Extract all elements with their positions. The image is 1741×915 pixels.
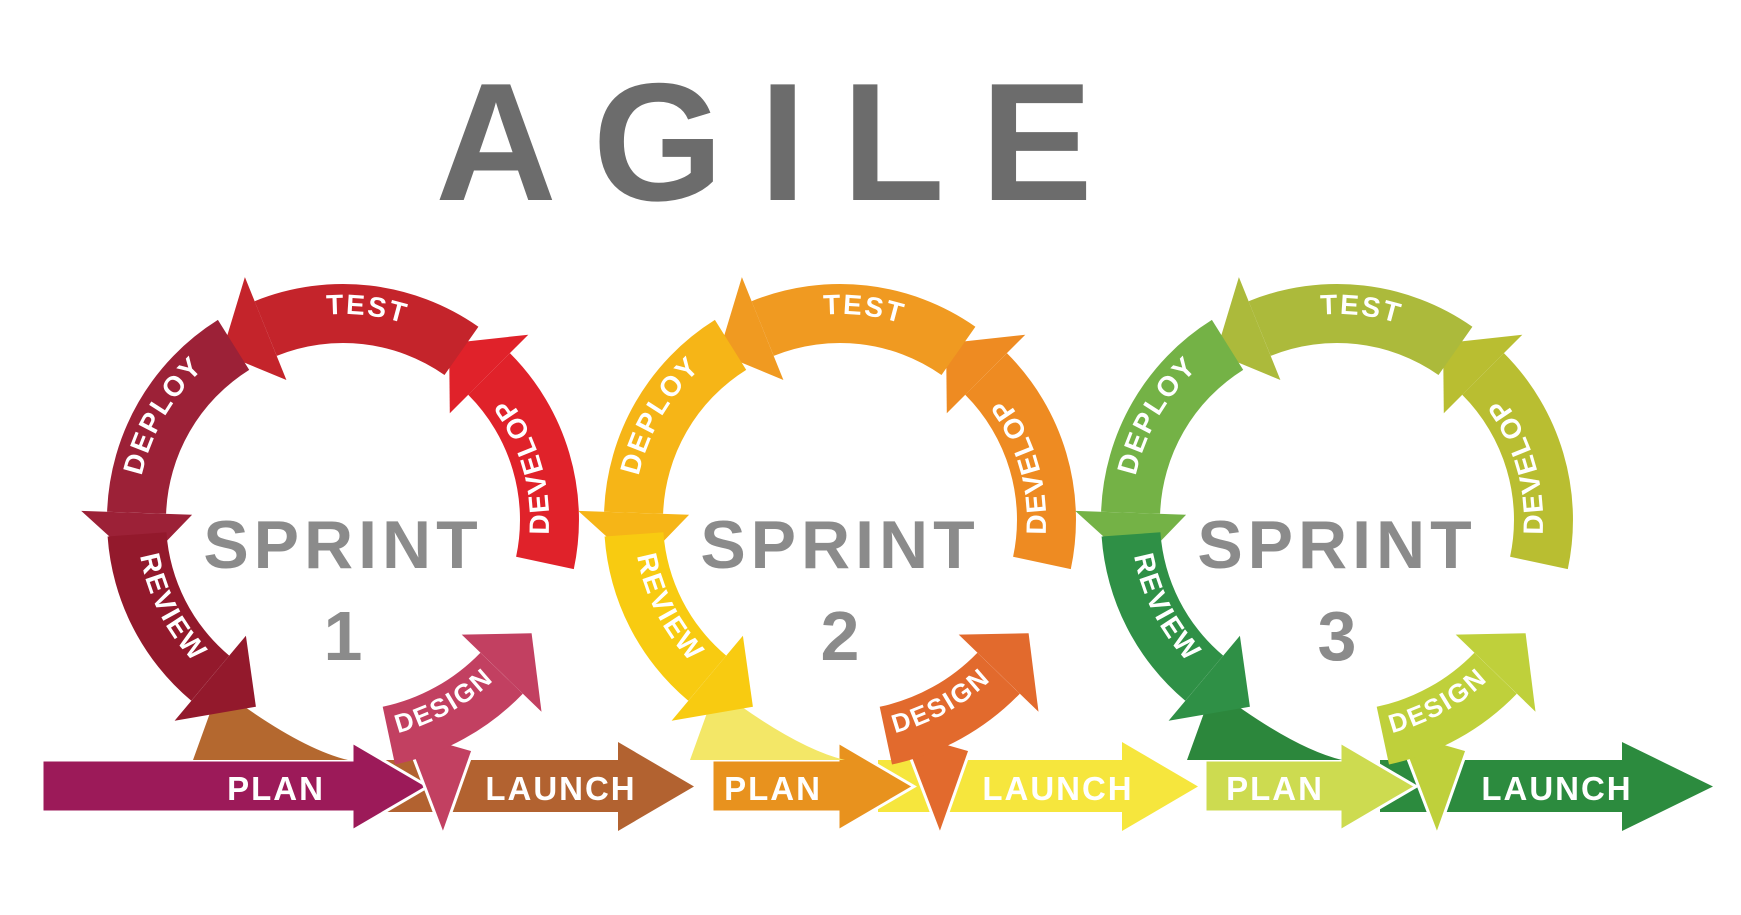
launch-1-label: LAUNCH (485, 770, 636, 807)
sprint-1-test-arc (254, 284, 479, 375)
sprint-2-develop-arrowhead (946, 334, 1026, 414)
sprint-1-name: SPRINT (203, 507, 482, 583)
sprint-2-design-arrowhead (958, 633, 1039, 712)
sprint-3-review-arrowhead (1168, 635, 1250, 721)
sprint-1-develop-arc (468, 353, 579, 570)
sprint-3-number: 3 (1318, 597, 1357, 675)
page-title: AGILE (435, 48, 1129, 236)
sprint-2-design-arc (879, 652, 1020, 765)
sprint-1-review-arc (107, 532, 230, 701)
sprint-3-name: SPRINT (1197, 507, 1476, 583)
sprint-3-design-arc (1376, 652, 1517, 765)
sprint-3-review-arc (1101, 532, 1224, 701)
sprint-2-develop-arc (965, 353, 1076, 570)
sprint-1-deploy-arc (107, 319, 250, 514)
plan-2-label: PLAN (724, 770, 822, 807)
sprint-3-test-arc (1248, 284, 1473, 375)
plan-2-arrow (710, 739, 917, 834)
plan-1-label: PLAN (227, 770, 325, 807)
sprint-2-deploy-arc (604, 319, 747, 514)
sprint-2-review-arrowhead (671, 635, 753, 721)
sprint-1-develop-arrowhead (449, 334, 529, 414)
sprint-1-number: 1 (324, 597, 363, 675)
sprint-3-develop-arc (1462, 353, 1573, 570)
launch-3-label: LAUNCH (1481, 770, 1632, 807)
plan-3-arrow (1203, 739, 1419, 834)
plan-1-arrow (40, 739, 431, 834)
sprint-1-review-arrowhead (174, 635, 256, 721)
plan-3-label: PLAN (1226, 770, 1324, 807)
sprint-2-number: 2 (821, 597, 860, 675)
launch-2-label: LAUNCH (982, 770, 1133, 807)
sprint-1-design-arrowhead (461, 633, 542, 712)
sprint-3-develop-arrowhead (1443, 334, 1523, 414)
sprint-2-name: SPRINT (700, 507, 979, 583)
sprint-2-review-arc (604, 532, 727, 701)
sprint-1-design-arc (382, 652, 523, 765)
sprint-3-deploy-arc (1101, 319, 1244, 514)
sprint-3-design-arrowhead (1455, 633, 1536, 712)
sprint-2-test-arc (751, 284, 976, 375)
